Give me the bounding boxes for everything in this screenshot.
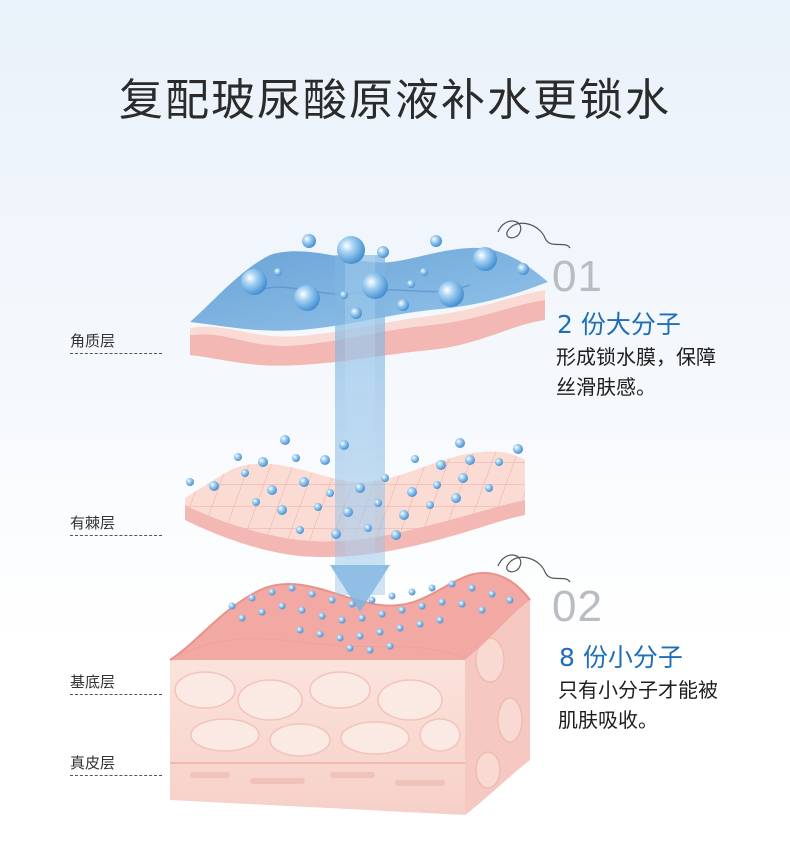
leader-line — [70, 353, 162, 354]
step-description-2: 只有小分子才能被 肌肤吸收。 — [558, 675, 718, 735]
label-spinous-layer: 有棘层 — [70, 512, 115, 533]
label-basal-layer: 基底层 — [70, 671, 115, 692]
basal-dermis-block — [170, 573, 530, 815]
leader-line — [70, 535, 162, 536]
leader-line — [70, 775, 162, 776]
swirl-decoration-1 — [498, 221, 570, 248]
step-heading-2: 8 份小分子 — [559, 638, 683, 674]
swirl-decoration-2 — [498, 555, 570, 582]
step-description-1: 形成锁水膜，保障 丝滑肤感。 — [556, 342, 716, 402]
label-dermis: 真皮层 — [70, 752, 115, 773]
step-number-1: 01 — [552, 252, 603, 302]
step-number-2: 02 — [552, 582, 603, 632]
label-stratum-corneum: 角质层 — [70, 330, 115, 351]
step-heading-1: 2 份大分子 — [557, 305, 681, 341]
leader-line — [70, 694, 162, 695]
